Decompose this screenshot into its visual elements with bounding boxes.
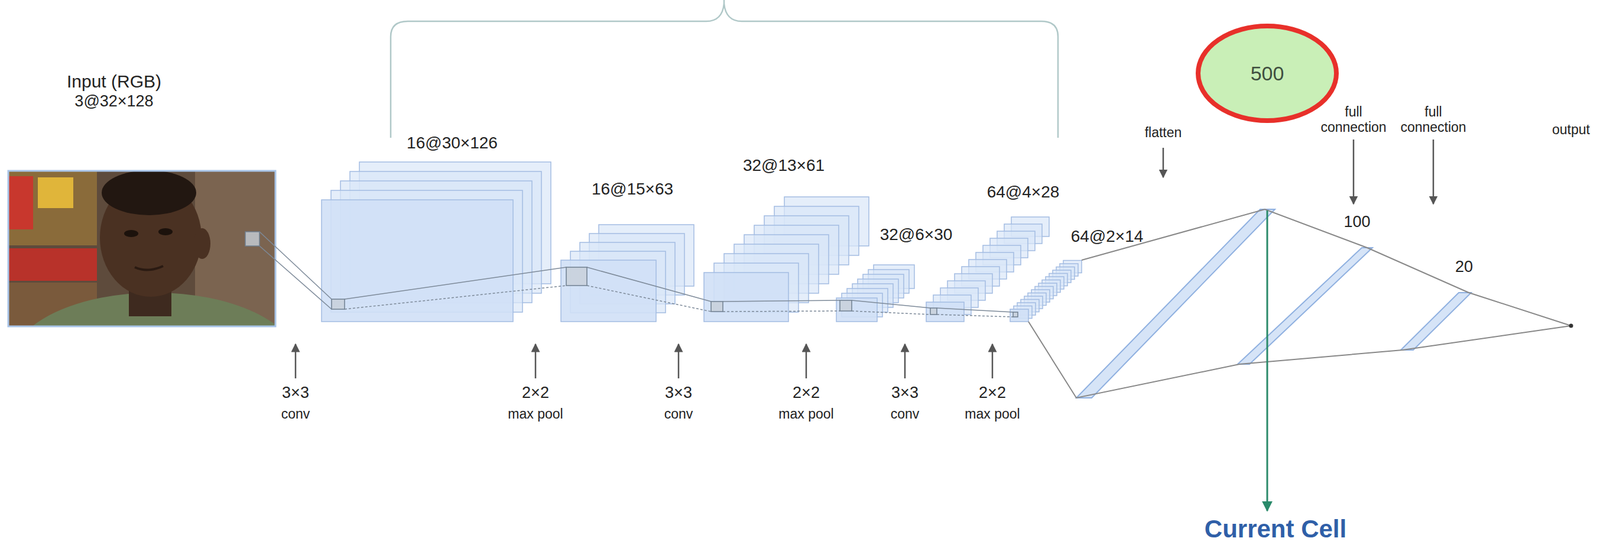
- dimension-label: 64@4×28: [987, 182, 1060, 202]
- operation-arrow: [1432, 139, 1435, 204]
- feature-map-stack: [703, 196, 869, 322]
- callout-text: Current Cell: [1204, 516, 1347, 542]
- operation-arrow: [294, 343, 297, 379]
- feature-map: [926, 302, 965, 322]
- receptive-fields: [245, 231, 1018, 317]
- kernel-size: 2×2: [521, 383, 550, 402]
- zoom-line: [586, 267, 712, 302]
- photo-package: [8, 248, 97, 281]
- output-dot: [1569, 323, 1574, 329]
- feature-map: [836, 297, 878, 322]
- feature-map: [703, 272, 789, 322]
- receptive-field: [711, 301, 723, 312]
- receptive-field: [930, 307, 937, 315]
- feature-map: [1010, 309, 1029, 322]
- photo-hair: [101, 171, 197, 216]
- dimension-label: 64@2×14: [1071, 226, 1144, 246]
- kernel-size: 2×2: [978, 383, 1006, 402]
- layer-size: 100: [1343, 212, 1371, 232]
- layer-node: 500: [1195, 23, 1340, 124]
- photo-shelf: [8, 171, 97, 246]
- operation-name: conv: [281, 406, 311, 422]
- dense-outline: [1028, 321, 1572, 398]
- operation-arrow: [904, 343, 907, 379]
- input-title: Input (RGB): [66, 71, 162, 93]
- zoom-line: [344, 285, 567, 310]
- operation-arrow: [1352, 139, 1355, 204]
- operation-name: max pool: [778, 406, 834, 422]
- operation-name: max pool: [507, 406, 563, 422]
- kernel-size: 3×3: [891, 383, 919, 402]
- dimension-label: 3@32×128: [74, 92, 154, 111]
- kernel-size: 2×2: [792, 383, 820, 402]
- zoom-line: [851, 300, 931, 308]
- operation-arrows: [295, 139, 1434, 379]
- receptive-field: [839, 300, 852, 311]
- node-text-holder: 500: [1195, 62, 1340, 86]
- photo-mouth: [134, 265, 164, 271]
- receptive-field: [331, 299, 345, 310]
- photo-eye: [158, 228, 173, 236]
- dense-outline: [1081, 209, 1572, 326]
- input-photo: [8, 171, 276, 327]
- zoom-line: [722, 310, 840, 312]
- dimension-label: 32@6×30: [880, 225, 953, 245]
- feature-map-stacks: [321, 161, 1082, 322]
- kernel-size: 3×3: [281, 383, 310, 402]
- zoom-line: [722, 300, 840, 302]
- receptive-field: [1013, 312, 1018, 317]
- photo-package: [37, 177, 74, 209]
- dense-layers: [1028, 209, 1574, 398]
- photo-ear: [193, 228, 211, 259]
- operation-arrow: [677, 343, 680, 379]
- dimension-label: 16@15×63: [591, 179, 674, 199]
- group-brace: [390, 0, 1058, 138]
- photo-eye: [124, 229, 139, 238]
- operation-name: flatten: [1144, 124, 1183, 141]
- operation-arrow: [991, 343, 994, 379]
- receptive-field: [245, 231, 260, 246]
- zoom-line: [586, 285, 712, 312]
- operation-name: conv: [664, 406, 694, 422]
- operation-arrow: [1162, 147, 1165, 178]
- feature-map: [560, 260, 657, 322]
- kernel-size: 3×3: [664, 383, 693, 402]
- dimension-label: 32@13×61: [742, 156, 825, 175]
- zoom-line: [259, 231, 332, 300]
- receptive-field: [566, 267, 587, 286]
- zoom-line: [259, 245, 332, 310]
- zoom-line: [936, 307, 1014, 313]
- operation-name: full connection: [1400, 104, 1466, 136]
- zoom-line: [936, 314, 1014, 317]
- dimension-label: 16@30×126: [406, 133, 498, 153]
- layer-size: 20: [1455, 257, 1473, 277]
- photo-frame: [8, 170, 276, 327]
- photo-package: [8, 176, 34, 230]
- zoom-line: [344, 267, 567, 300]
- layer-size: 500: [1195, 62, 1340, 86]
- operation-name: conv: [890, 406, 920, 422]
- operation-arrow: [534, 343, 537, 379]
- feature-map-stack: [560, 224, 694, 322]
- dense-band: [1237, 247, 1373, 365]
- operation-arrow: [805, 343, 808, 379]
- zoom-line: [851, 310, 931, 315]
- callout-leader: [1266, 210, 1269, 511]
- operation-name: max pool: [964, 406, 1020, 422]
- feature-map: [321, 199, 514, 322]
- operation-name: output: [1552, 121, 1590, 138]
- feature-map-stack: [1010, 260, 1082, 323]
- operation-name: full connection: [1320, 104, 1387, 136]
